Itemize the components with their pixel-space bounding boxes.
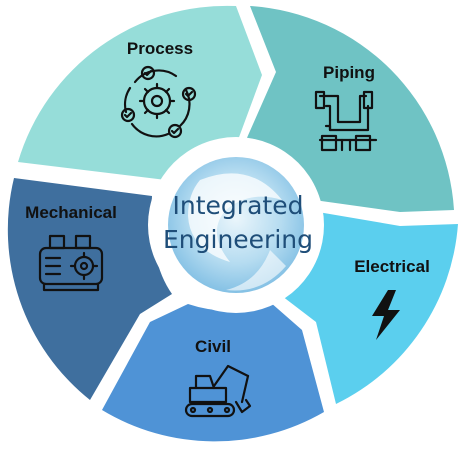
segment-piping (246, 6, 454, 212)
ring-segments (7, 5, 458, 442)
label-civil: Civil (195, 337, 231, 356)
segment-civil (102, 302, 324, 442)
label-process: Process (127, 39, 193, 58)
lightning-bolt-icon (372, 290, 400, 340)
center-hub: Integrated Engineering (148, 137, 324, 313)
excavator-icon (184, 364, 252, 418)
label-mechanical: Mechanical (25, 203, 117, 222)
pipe-valve-icon (314, 90, 378, 152)
gear-cycle-icon (120, 65, 197, 139)
center-title-line2: Engineering (163, 225, 313, 254)
segment-electrical (282, 212, 458, 404)
segment-process (18, 5, 262, 180)
center-title-line1: Integrated (173, 191, 304, 220)
label-electrical: Electrical (354, 257, 430, 276)
motor-gear-icon (38, 234, 104, 292)
logo-swirl (188, 173, 282, 262)
label-piping: Piping (323, 63, 375, 82)
